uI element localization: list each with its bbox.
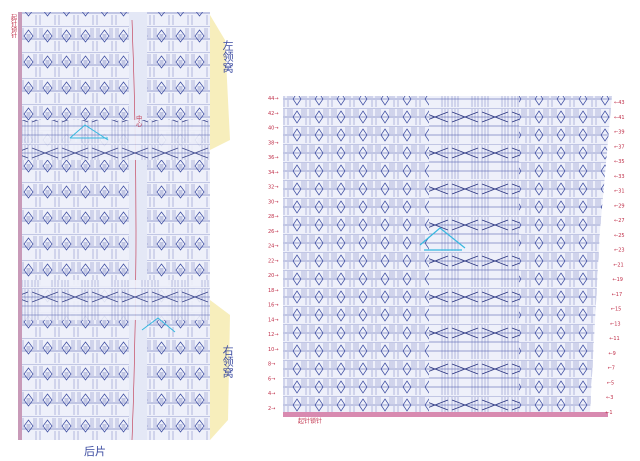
row-number: 10→ [268, 347, 279, 353]
row-number: 8→ [268, 362, 275, 368]
left-neckline-label: 左领窝 [221, 40, 235, 73]
highlight-repeat-3 [419, 227, 466, 251]
left-panel-b [147, 12, 210, 440]
right-chart: 44→ 42→ 40→ 38→ 36→ 34→ 32→ 30→ 28→ 26→ 24→ 22→ 20→ 1… [268, 96, 625, 417]
row-number: ←23 [614, 248, 625, 254]
row-number: 16→ [268, 303, 279, 309]
row-number: ←31 [614, 189, 625, 195]
center-note: 中心 [134, 115, 142, 127]
row-number: ←29 [614, 203, 625, 209]
highlight-repeat-2 [141, 317, 176, 333]
right-panel-cable [429, 96, 519, 412]
row-number: ←27 [614, 218, 625, 224]
row-number: ←37 [614, 144, 625, 150]
row-number: ←13 [610, 321, 621, 327]
row-number: 4→ [268, 391, 275, 397]
row-number: ←7 [608, 366, 615, 372]
row-number: ←33 [614, 174, 625, 180]
neck-shaping-bottom [210, 300, 230, 440]
row-number: 22→ [268, 258, 279, 264]
left-chart [18, 12, 230, 441]
panel-label: 后片 [84, 445, 106, 458]
row-number: ←11 [609, 336, 620, 342]
edge-column [18, 12, 22, 440]
right-neckline-label: 右领窝 [221, 345, 235, 378]
row-number: ←41 [614, 115, 625, 121]
right-panel-right [519, 96, 612, 412]
row-number: 38→ [268, 140, 279, 146]
row-number: ←39 [614, 130, 625, 136]
right-panel-left [283, 96, 429, 412]
row-number: ←17 [612, 292, 623, 298]
row-number: ←3 [606, 395, 613, 401]
row-number: 20→ [268, 273, 279, 279]
row-number: 2→ [268, 406, 275, 412]
neck-shaping-top [210, 15, 230, 150]
row-number: 34→ [268, 170, 279, 176]
row-number: ←1 [605, 410, 612, 416]
row-number: 36→ [268, 155, 279, 161]
row-number: 42→ [268, 111, 279, 117]
highlight-repeat-1 [69, 124, 109, 141]
center-strip [129, 12, 147, 440]
row-number: 30→ [268, 199, 279, 205]
row-number: ←25 [614, 233, 625, 239]
row-number: 12→ [268, 332, 279, 338]
left-side-note: 起针锁针 [9, 14, 17, 38]
row-number: ←15 [611, 307, 622, 313]
foundation-note: 起针锁针 [298, 418, 323, 425]
row-number: 18→ [268, 288, 279, 294]
row-number: ←9 [608, 351, 615, 357]
row-number: ←21 [613, 262, 624, 268]
row-number: 28→ [268, 214, 279, 220]
row-number: ←43 [614, 100, 625, 106]
row-number: ←5 [607, 380, 614, 386]
row-number: 24→ [268, 244, 279, 250]
row-number: 40→ [268, 126, 279, 132]
row-number: ←19 [612, 277, 623, 283]
row-number: ←35 [614, 159, 625, 165]
left-panel-a [18, 12, 129, 440]
row-number: 32→ [268, 185, 279, 191]
row-number: 26→ [268, 229, 279, 235]
row-number: 6→ [268, 376, 275, 382]
foundation-chain [283, 412, 608, 417]
row-number: 14→ [268, 317, 279, 323]
row-number: 44→ [268, 96, 279, 102]
